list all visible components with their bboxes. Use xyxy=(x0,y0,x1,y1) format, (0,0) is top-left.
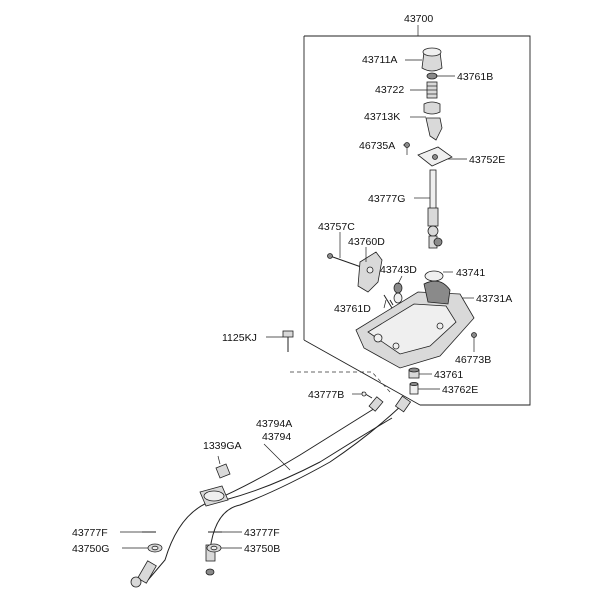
bolt-46773b xyxy=(471,332,477,346)
label-43700: 43700 xyxy=(404,13,433,25)
collar-43713k xyxy=(423,101,443,141)
label-1125kj: 1125KJ xyxy=(222,332,257,344)
label-46773b: 46773B xyxy=(455,354,491,366)
label-43777g: 43777G xyxy=(368,193,405,205)
label-43762e: 43762E xyxy=(442,384,478,396)
screw-46735a xyxy=(404,142,410,155)
label-43777f-left: 43777F xyxy=(72,527,108,539)
bolt-1125kj xyxy=(282,330,294,352)
label-43752e: 43752E xyxy=(469,154,505,166)
label-43722: 43722 xyxy=(375,84,404,96)
clip-43777b xyxy=(361,391,373,399)
spring-43722 xyxy=(426,81,438,99)
label-43760d: 43760D xyxy=(348,236,385,248)
label-43757c: 43757C xyxy=(318,221,355,233)
label-43794a: 43794A xyxy=(256,418,292,430)
label-46735a: 46735A xyxy=(359,140,395,152)
washer-43750g xyxy=(147,543,163,553)
spring-43743d xyxy=(393,282,403,304)
label-43761d: 43761D xyxy=(334,303,371,315)
label-43777b: 43777B xyxy=(308,389,344,401)
dashed-connection xyxy=(290,371,391,393)
label-43713k: 43713K xyxy=(364,111,400,123)
assembly-frame xyxy=(304,35,531,406)
label-43750g: 43750G xyxy=(72,543,109,555)
label-43743d: 43743D xyxy=(380,264,417,276)
leader-lines xyxy=(120,59,475,549)
ring-43741 xyxy=(424,270,444,282)
label-43777f-right: 43777F xyxy=(244,527,280,539)
pin-43762e xyxy=(409,381,419,395)
base-housing-43731a xyxy=(355,280,475,369)
label-43794: 43794 xyxy=(262,431,291,443)
bushing-43761 xyxy=(408,367,420,379)
bolt-43757c xyxy=(327,253,365,269)
label-43750b: 43750B xyxy=(244,543,280,555)
lever-rod-43777g xyxy=(427,169,443,249)
washer-43750b xyxy=(206,543,222,553)
label-43711a: 43711A xyxy=(362,54,397,66)
label-43731a: 43731A xyxy=(476,293,512,305)
label-43761b: 43761B xyxy=(457,71,493,83)
ring-43761b xyxy=(426,72,438,80)
label-43761: 43761 xyxy=(434,369,463,381)
clip-1339ga xyxy=(215,463,231,479)
label-1339ga: 1339GA xyxy=(203,440,242,452)
assembly-frame-diagonal xyxy=(303,339,421,406)
label-43741: 43741 xyxy=(456,267,485,279)
shift-knob xyxy=(421,47,443,72)
pin-43761d xyxy=(383,294,394,309)
